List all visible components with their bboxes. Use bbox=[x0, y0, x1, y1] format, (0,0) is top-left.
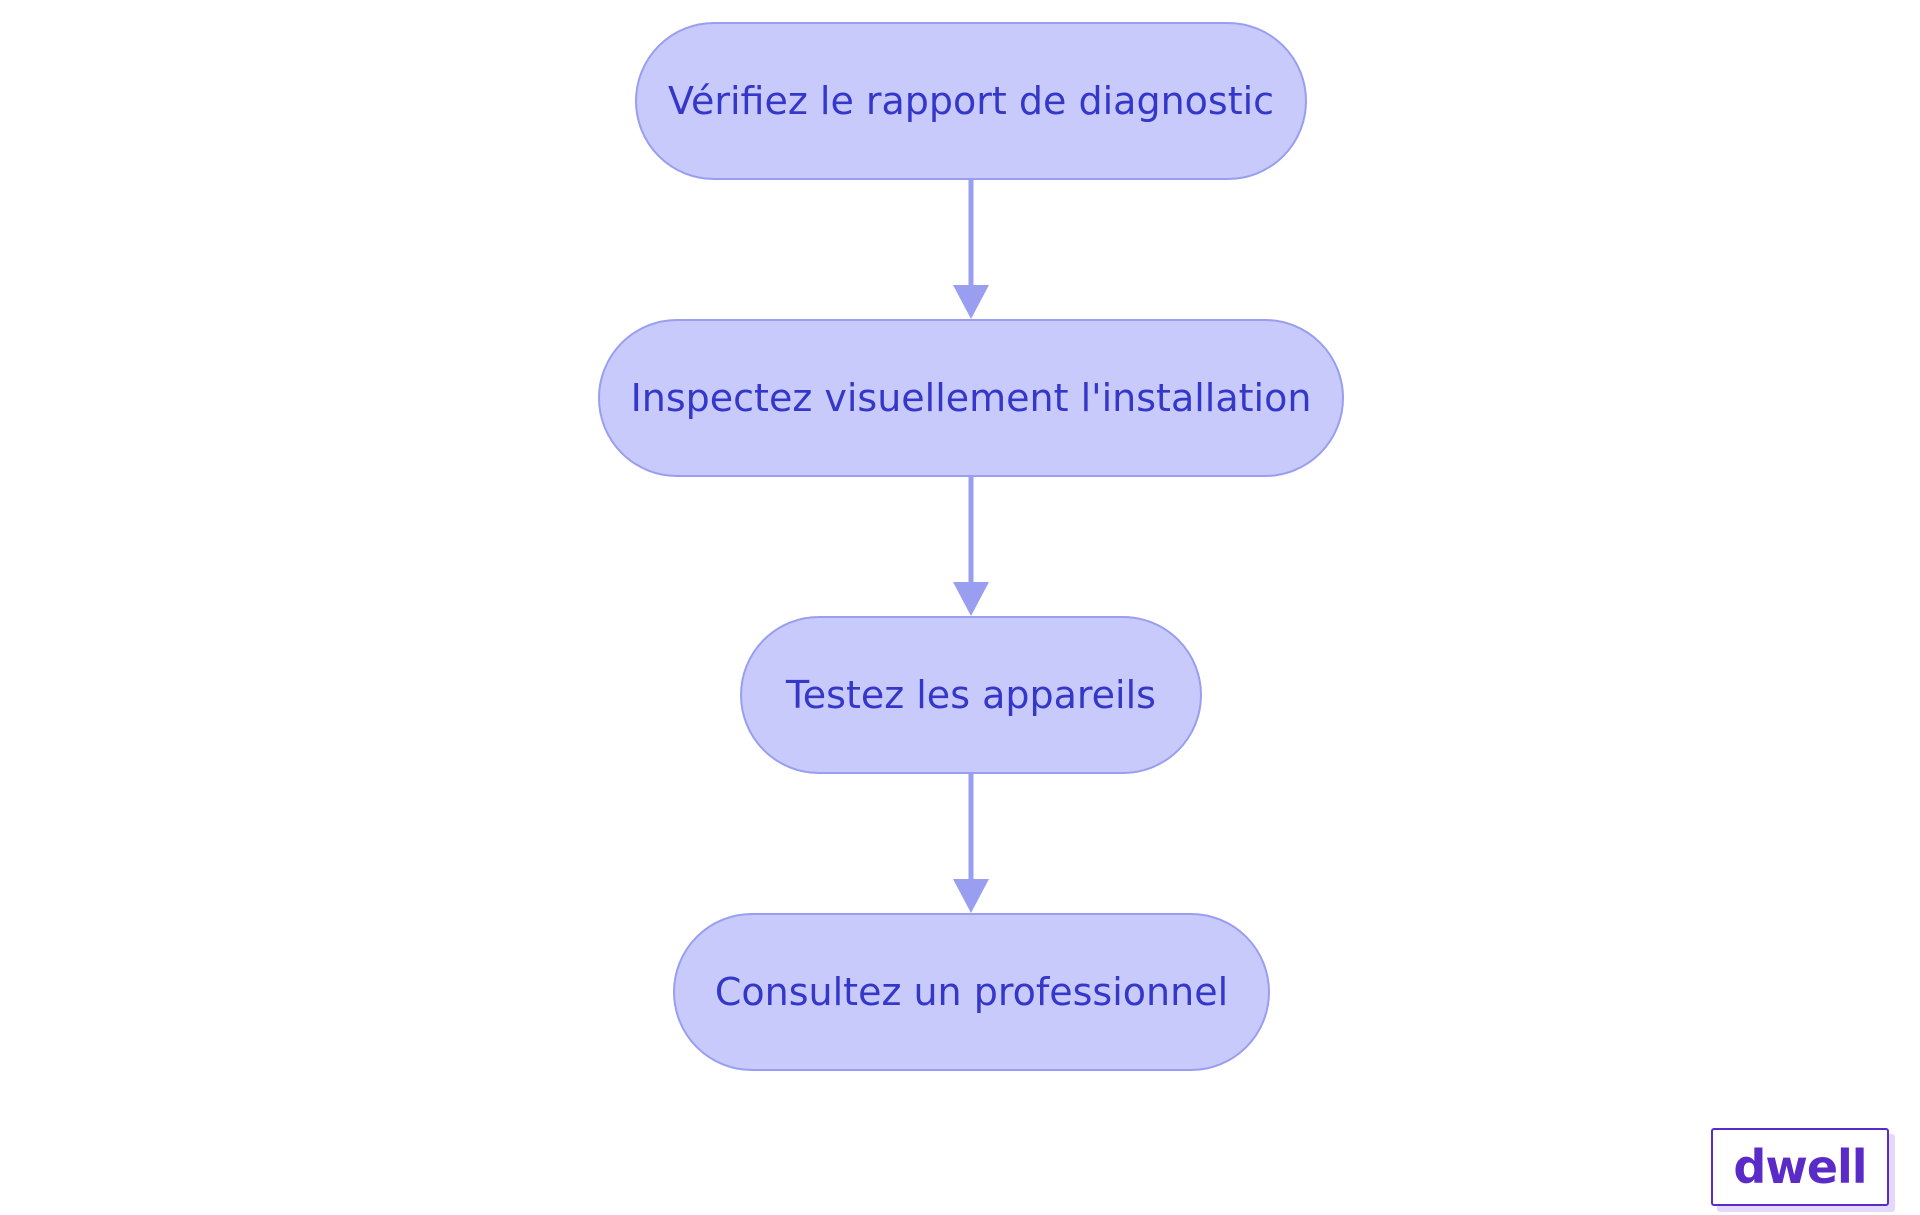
step-label: Consultez un professionnel bbox=[714, 970, 1229, 1014]
dwell-logo: dwell bbox=[1711, 1128, 1889, 1206]
edge-3-to-4 bbox=[953, 774, 989, 913]
step-label: Vérifiez le rapport de diagnostic bbox=[667, 79, 1275, 123]
step-label: Inspectez visuellement l'installation bbox=[630, 376, 1312, 420]
logo-text: dwell bbox=[1733, 1140, 1867, 1194]
edge-2-to-3 bbox=[953, 477, 989, 616]
step-node-consult-professional: Consultez un professionnel bbox=[673, 913, 1270, 1071]
edge-1-to-2 bbox=[953, 180, 989, 319]
step-node-visual-inspection: Inspectez visuellement l'installation bbox=[598, 319, 1344, 477]
step-node-test-devices: Testez les appareils bbox=[740, 616, 1202, 774]
step-label: Testez les appareils bbox=[786, 673, 1156, 717]
step-node-check-report: Vérifiez le rapport de diagnostic bbox=[635, 22, 1307, 180]
